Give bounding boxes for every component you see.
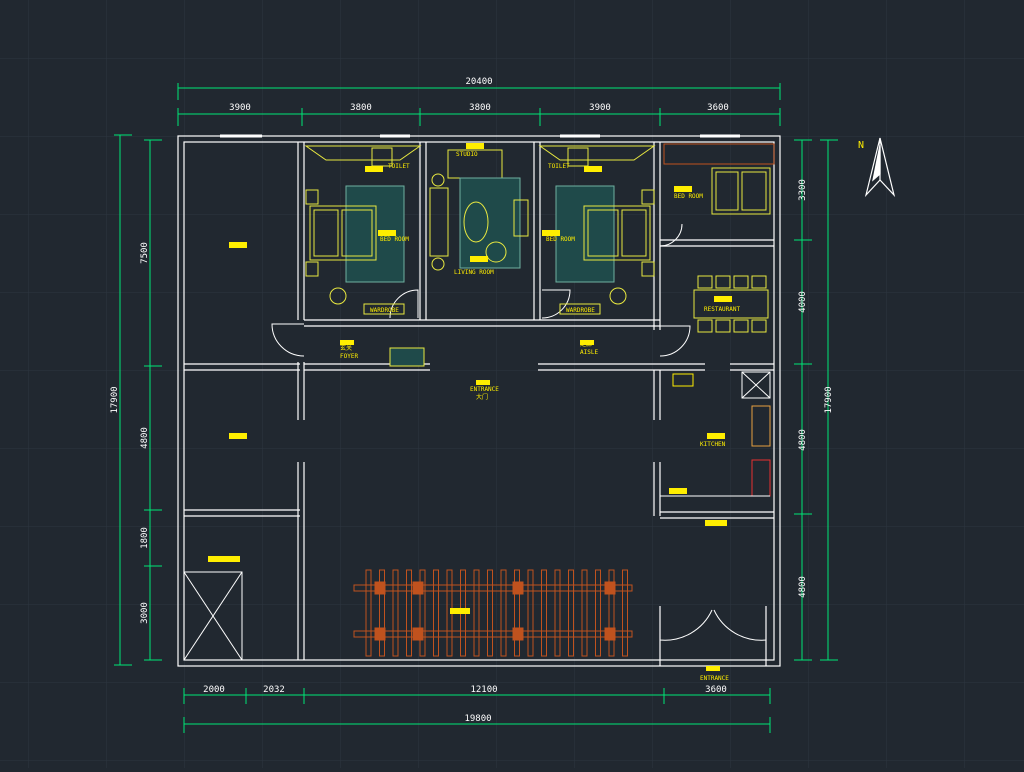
pergola-slat bbox=[473, 569, 480, 657]
label-foyer: FOYER bbox=[340, 353, 358, 360]
doors bbox=[271, 223, 767, 641]
dim-right-seg: 4800 bbox=[798, 576, 808, 598]
label-wardrobe-right: WARDROBE bbox=[566, 307, 595, 314]
label-bedroom-right: BED ROOM bbox=[674, 193, 703, 200]
label-entrance-main-cn: 大门 bbox=[476, 393, 488, 401]
label-bedroom-left: BED ROOM bbox=[380, 236, 409, 243]
pergola-slat bbox=[608, 569, 615, 657]
pergola-post bbox=[604, 581, 616, 595]
dim-top-seg: 3800 bbox=[469, 103, 491, 113]
dim-top-seg: 3800 bbox=[350, 103, 372, 113]
pergola-post bbox=[512, 627, 524, 641]
pergola-slat bbox=[568, 569, 574, 657]
walls bbox=[177, 134, 781, 667]
dim-bottom-total: 19800 bbox=[464, 714, 491, 724]
north-label: N bbox=[858, 140, 864, 151]
dim-right-seg: 4800 bbox=[798, 429, 808, 451]
dim-top-total: 20400 bbox=[465, 77, 492, 87]
dim-left-total: 17900 bbox=[110, 386, 120, 413]
room-labels: BED ROOM BED ROOM BED ROOM LIVING ROOM S… bbox=[340, 151, 741, 682]
pergola-slat bbox=[514, 569, 520, 657]
furniture bbox=[304, 143, 775, 497]
dimension-lines bbox=[114, 83, 838, 733]
pergola-beam bbox=[353, 584, 633, 592]
dimension-labels: 20400 3900 3800 3800 3900 3600 17900 750… bbox=[110, 77, 834, 724]
dim-left-seg: 7500 bbox=[140, 242, 150, 264]
label-aisle-cn: 走廊 bbox=[580, 340, 592, 348]
label-toilet-right: TOILET bbox=[548, 163, 570, 170]
label-study: STUDIO bbox=[456, 151, 478, 158]
pergola-slat bbox=[487, 569, 493, 657]
dim-right-seg: 4000 bbox=[798, 291, 808, 313]
pergola-post bbox=[412, 627, 424, 641]
pergola-post bbox=[512, 581, 524, 595]
dim-right-total: 17900 bbox=[824, 386, 834, 413]
dim-left-seg: 3000 bbox=[140, 602, 150, 624]
pergola-slat bbox=[379, 569, 385, 657]
label-restaurant: RESTAURANT bbox=[704, 306, 741, 313]
pergola-slat bbox=[433, 569, 439, 657]
pergola-slat bbox=[419, 569, 426, 657]
dim-bottom-seg: 12100 bbox=[470, 685, 497, 695]
north-arrow-icon bbox=[864, 137, 896, 198]
label-toilet-left: TOILET bbox=[388, 163, 410, 170]
room-tag-blocks bbox=[208, 143, 732, 671]
label-aisle: AISLE bbox=[580, 349, 598, 356]
dim-bottom-seg: 3600 bbox=[705, 685, 727, 695]
pergola-beam bbox=[353, 630, 633, 638]
pergola-slat bbox=[406, 569, 412, 657]
label-foyer-cn: 玄关 bbox=[340, 344, 352, 352]
pergola-slat bbox=[527, 569, 534, 657]
pergola-slat bbox=[581, 569, 588, 657]
pergola-post bbox=[604, 627, 616, 641]
pergola-post bbox=[374, 627, 386, 641]
dim-left-seg: 4800 bbox=[140, 427, 150, 449]
dim-bottom-seg: 2000 bbox=[203, 685, 225, 695]
dim-bottom-seg: 2032 bbox=[263, 685, 285, 695]
pergola-post bbox=[412, 581, 424, 595]
dim-left-seg: 1800 bbox=[140, 527, 150, 549]
dim-top-seg: 3600 bbox=[707, 103, 729, 113]
dim-top-seg: 3900 bbox=[589, 103, 611, 113]
pergola-post bbox=[374, 581, 386, 595]
label-wardrobe-left: WARDROBE bbox=[370, 307, 399, 314]
pergola-slat bbox=[500, 569, 507, 657]
pergola-slat bbox=[595, 569, 601, 657]
label-entrance-side: ENTRANCE bbox=[700, 675, 729, 682]
pergola-slat bbox=[541, 569, 547, 657]
dim-right-seg: 3300 bbox=[798, 179, 808, 201]
pergola-slat bbox=[365, 569, 372, 657]
pergola-slat bbox=[392, 569, 399, 657]
label-living-room: LIVING ROOM bbox=[454, 269, 494, 276]
pergola-structure bbox=[353, 569, 633, 657]
stair-box bbox=[183, 571, 243, 661]
pergola-slat bbox=[554, 569, 561, 657]
label-kitchen: KITCHEN bbox=[700, 441, 726, 448]
pergola-slat bbox=[622, 569, 628, 657]
label-bedroom-mid: BED ROOM bbox=[546, 236, 575, 243]
dim-top-seg: 3900 bbox=[229, 103, 251, 113]
label-entrance-main: ENTRANCE bbox=[470, 386, 499, 393]
